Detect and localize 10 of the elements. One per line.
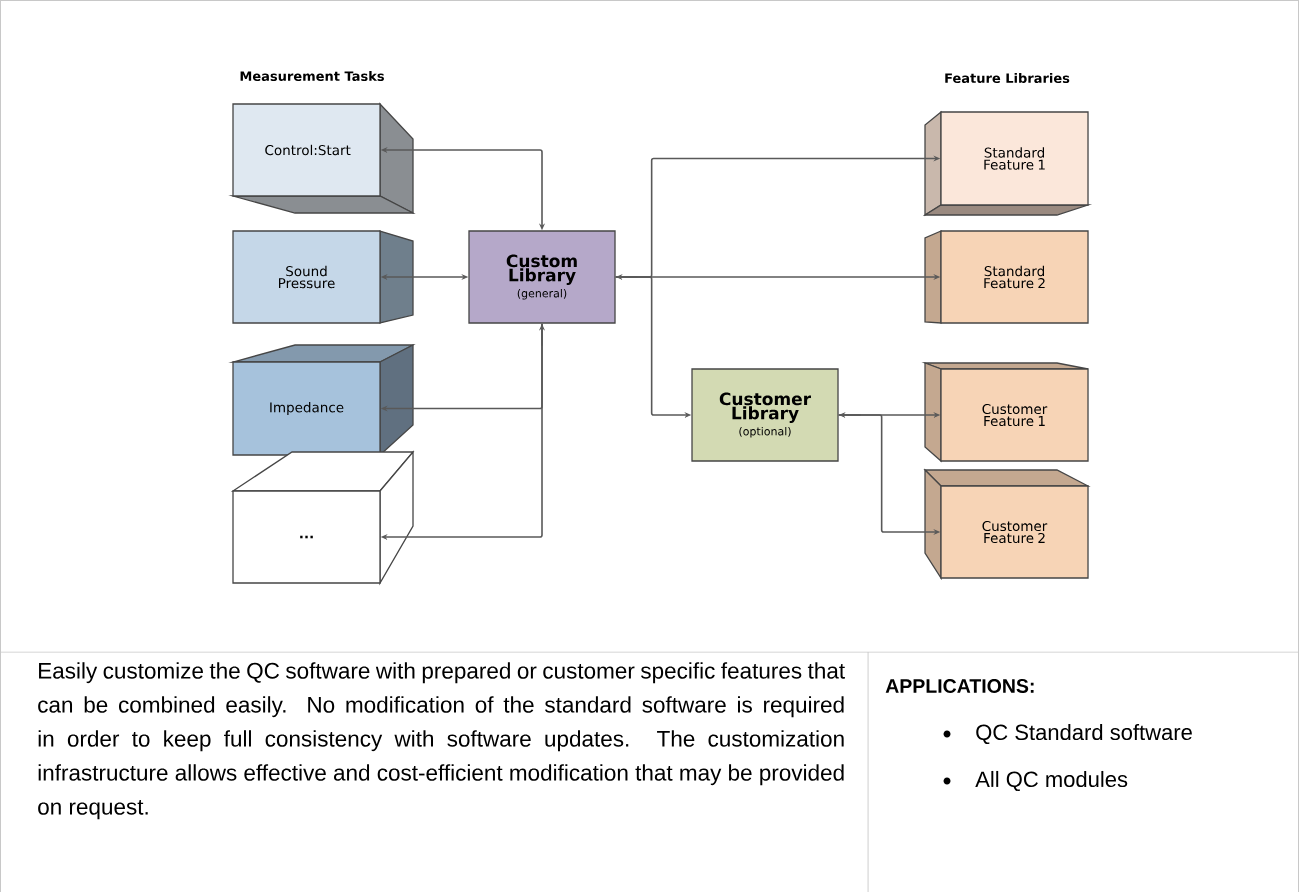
- cube-box: Sound Pressure: [232, 230, 414, 324]
- description-text: Easily customize the QC software with prepared or customer specific features that can be combined easily. No modification of the standard software is required in order to keep full consistency with software updates. The customization infrastructure allows effective and cost-efficient modification that may be provided on request.: [38, 662, 845, 820]
- heading: Measurement Tasks: [240, 70, 384, 82]
- library-box: Customer Library (optional): [691, 368, 839, 462]
- heading: Feature Libraries: [945, 72, 1070, 84]
- section-heading: APPLICATIONS:: [885, 679, 1034, 693]
- bullet-item: All QC modules: [975, 770, 1128, 792]
- library-box: Custom Library (general): [468, 230, 616, 324]
- cube-box: Standard Feature 2: [924, 230, 1089, 324]
- bullet-item: QC Standard software: [976, 723, 1192, 745]
